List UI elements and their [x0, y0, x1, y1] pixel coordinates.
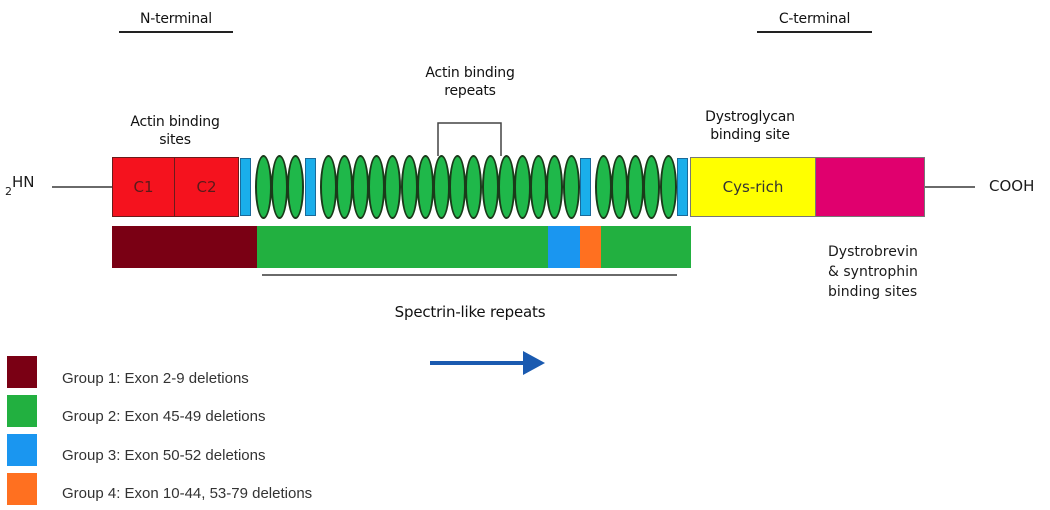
spectrin-repeat [498, 155, 515, 219]
nh2-terminus-label: 2HN [5, 173, 35, 198]
spectrin-repeat [368, 155, 385, 219]
group2-segment-right [601, 226, 691, 268]
spectrin-repeat [401, 155, 418, 219]
legend-swatch-group3 [7, 434, 37, 466]
n-terminal-rule [119, 31, 233, 33]
spectrin-repeat [514, 155, 531, 219]
spectrin-repeat [287, 155, 304, 219]
spectrin-repeat [465, 155, 482, 219]
dystroglycan-binding-label: Dystroglycan binding site [705, 109, 795, 143]
legend-label-group2: Group 2: Exon 45-49 deletions [62, 408, 266, 425]
spectrin-repeat [271, 155, 288, 219]
spectrin-repeat [530, 155, 547, 219]
cooh-linker [925, 186, 975, 188]
n-terminal-label: N-terminal [139, 11, 212, 27]
spectrin-repeat [643, 155, 660, 219]
legend-label-group4: Group 4: Exon 10-44, 53-79 deletions [62, 485, 313, 502]
nh2-linker [52, 186, 112, 188]
legend-swatch-group4 [7, 473, 37, 505]
legend-label-group3: Group 3: Exon 50-52 deletions [62, 447, 266, 464]
direction-arrow-icon [430, 351, 545, 375]
cooh-terminus-label: COOH [989, 177, 1035, 195]
spectrin-repeat [482, 155, 499, 219]
spectrin-repeat [336, 155, 353, 219]
spectrin-repeat [433, 155, 450, 219]
legend-swatch-group2 [7, 395, 37, 427]
spectrin-repeat [595, 155, 612, 219]
spectrin-repeat [449, 155, 466, 219]
spectrin-repeat [320, 155, 337, 219]
domain-c1: C1 [112, 157, 175, 217]
spectrin-span-rule [262, 274, 677, 276]
group4-segment [580, 226, 601, 268]
c-terminal-rule [757, 31, 872, 33]
group3-segment [548, 226, 580, 268]
spectrin-like-repeats-label: Spectrin-like repeats [394, 303, 546, 321]
domain-c2: C2 [174, 157, 239, 217]
spectrin-repeat [660, 155, 677, 219]
legend-label-group1: Group 1: Exon 2-9 deletions [62, 370, 249, 387]
spectrin-repeat [417, 155, 434, 219]
actin-binding-repeats-label: Actin binding repeats [425, 65, 515, 99]
group1-segment [112, 226, 257, 268]
dystrobrevin-syntrophin-label: Dystrobrevin & syntrophin binding sites [828, 244, 918, 300]
legend-swatch-group1 [7, 356, 37, 388]
hinge-region [676, 158, 688, 216]
actin-binding-sites-label: Actin binding sites [130, 114, 220, 148]
spectrin-repeat [627, 155, 644, 219]
group2-segment [257, 226, 548, 268]
spectrin-repeat [255, 155, 272, 219]
spectrin-repeat [563, 155, 580, 219]
spectrin-repeat [611, 155, 628, 219]
domain-cys-rich: Cys-rich [690, 157, 816, 217]
domain-c-terminal [815, 157, 925, 217]
spectrin-repeat [352, 155, 369, 219]
hinge-region [304, 158, 316, 216]
spectrin-repeat [384, 155, 401, 219]
hinge-region [579, 158, 591, 216]
spectrin-repeat [546, 155, 563, 219]
hinge-region [240, 158, 251, 216]
actin-repeats-bracket [437, 122, 502, 156]
c-terminal-label: C-terminal [778, 11, 851, 27]
